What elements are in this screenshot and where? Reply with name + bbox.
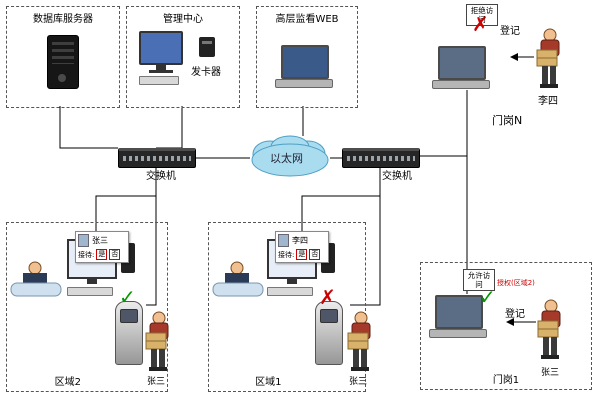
desktop-computer-icon xyxy=(139,31,183,85)
switch-left-label: 交换机 xyxy=(146,171,176,182)
area-2-visitor-name: 张三 xyxy=(147,377,166,387)
switch-right-icon xyxy=(342,148,420,168)
switch-left-icon xyxy=(118,148,196,168)
reception-label: 接待: xyxy=(278,250,295,259)
deny-mark-icon: ✗ xyxy=(472,12,489,36)
gate-n-visitor-name: 李四 xyxy=(538,96,558,107)
reception-yes-button[interactable]: 是 xyxy=(296,249,308,260)
deny-access-badge: 拒绝访问 xyxy=(466,4,498,26)
mgmt-center-label: 管理中心 xyxy=(163,14,203,25)
db-server-group: 数据库服务器 xyxy=(6,6,120,108)
area-2-group: 区域2 张三 接待: 是 否 ✓ xyxy=(6,222,169,392)
db-server-label: 数据库服务器 xyxy=(33,14,93,25)
gate-n-label: 门岗N xyxy=(492,114,523,127)
arrow-left-gate-1 xyxy=(506,318,514,326)
visitor-person-icon xyxy=(536,28,560,88)
auth-note: 授权(区域2) xyxy=(497,279,535,287)
reception-no-button[interactable]: 否 xyxy=(309,249,321,260)
reception-yes-button[interactable]: 是 xyxy=(96,249,108,260)
visitor-person-icon xyxy=(145,311,169,371)
area-1-visitor-name: 张三 xyxy=(349,377,368,387)
mgmt-center-group: 管理中心 发卡器 xyxy=(126,6,240,108)
card-name: 张三 xyxy=(92,236,108,245)
arrow-left-gate-n xyxy=(510,53,518,61)
visitor-person-icon xyxy=(347,311,371,371)
web-monitor-group: 高层监看WEB xyxy=(256,6,358,108)
card-name: 李四 xyxy=(292,236,308,245)
card-photo xyxy=(78,234,89,247)
area-1-kiosk-icon xyxy=(315,301,343,365)
gate-1-register-label: 登记 xyxy=(505,309,525,320)
ethernet-label: 以太网 xyxy=(270,152,303,165)
area-1-deny-mark-icon: ✗ xyxy=(319,285,336,309)
card-issuer-label: 发卡器 xyxy=(191,67,221,78)
area-2-label: 区域2 xyxy=(54,377,81,388)
gate-1-visitor-name: 张三 xyxy=(541,368,560,378)
receptionist-icon xyxy=(212,261,264,297)
visitor-person-icon xyxy=(537,299,561,359)
area-1-group: 区域1 李四 接待: 是 否 ✗ xyxy=(208,222,371,392)
allow-mark-icon: ✓ xyxy=(479,285,496,309)
switch-right-label: 交换机 xyxy=(382,171,412,182)
reception-no-button[interactable]: 否 xyxy=(109,249,121,260)
card-issuer-icon xyxy=(199,37,215,57)
gate-n-register-label: 登记 xyxy=(500,26,520,37)
receptionist-icon xyxy=(10,261,62,297)
area-2-kiosk-icon xyxy=(115,301,143,365)
gate-1-group: 门岗1 允许访问 ✓ 授权(区域2) 登记 张三 xyxy=(420,262,592,390)
laptop-icon xyxy=(275,45,333,88)
area-1-visitor-card: 李四 接待: 是 否 xyxy=(275,231,329,263)
ethernet-cloud xyxy=(251,135,329,177)
server-icon xyxy=(47,35,79,89)
area-2-allow-mark-icon: ✓ xyxy=(119,285,136,309)
allow-access-badge: 允许访问 xyxy=(463,269,495,291)
area-2-visitor-card: 张三 接待: 是 否 xyxy=(75,231,129,263)
area-1-label: 区域1 xyxy=(255,377,282,388)
gate-n-terminal-icon xyxy=(432,46,490,89)
gate-1-terminal-icon xyxy=(429,295,487,338)
gate-1-label: 门岗1 xyxy=(492,375,520,386)
web-monitor-label: 高层监看WEB xyxy=(275,14,339,25)
card-photo xyxy=(278,234,289,247)
reception-label: 接待: xyxy=(78,250,95,259)
